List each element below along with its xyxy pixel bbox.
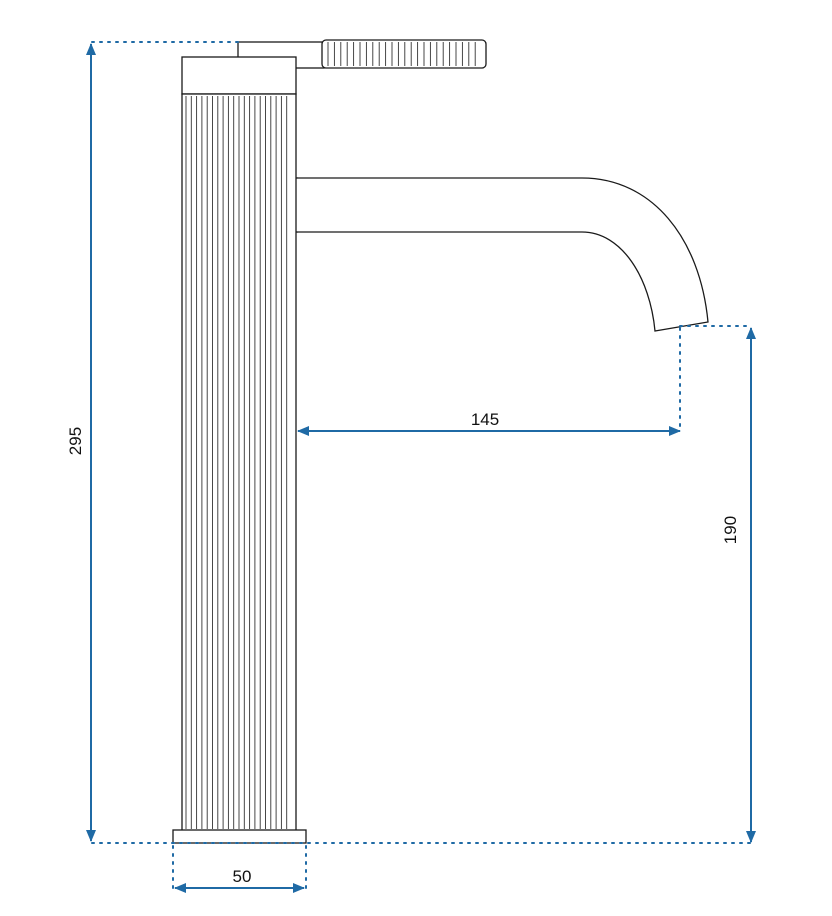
spout-height-label: 190 bbox=[721, 516, 740, 544]
spout bbox=[295, 177, 709, 332]
column-flutes bbox=[185, 96, 288, 829]
faucet bbox=[172, 39, 709, 844]
dimension-spout-reach: 145 bbox=[297, 327, 681, 436]
dimension-total-height: 295 bbox=[66, 41, 753, 844]
fluted-column bbox=[181, 93, 297, 832]
body-cap bbox=[181, 56, 297, 95]
lever-handle bbox=[321, 39, 487, 69]
lever-flutes bbox=[327, 42, 476, 66]
dimension-base-width: 50 bbox=[172, 845, 307, 893]
spout-reach-label: 145 bbox=[471, 410, 499, 429]
dimension-spout-height: 190 bbox=[679, 325, 756, 843]
base-ring bbox=[172, 829, 307, 844]
base-width-label: 50 bbox=[233, 867, 252, 886]
total-height-label: 295 bbox=[66, 427, 85, 455]
